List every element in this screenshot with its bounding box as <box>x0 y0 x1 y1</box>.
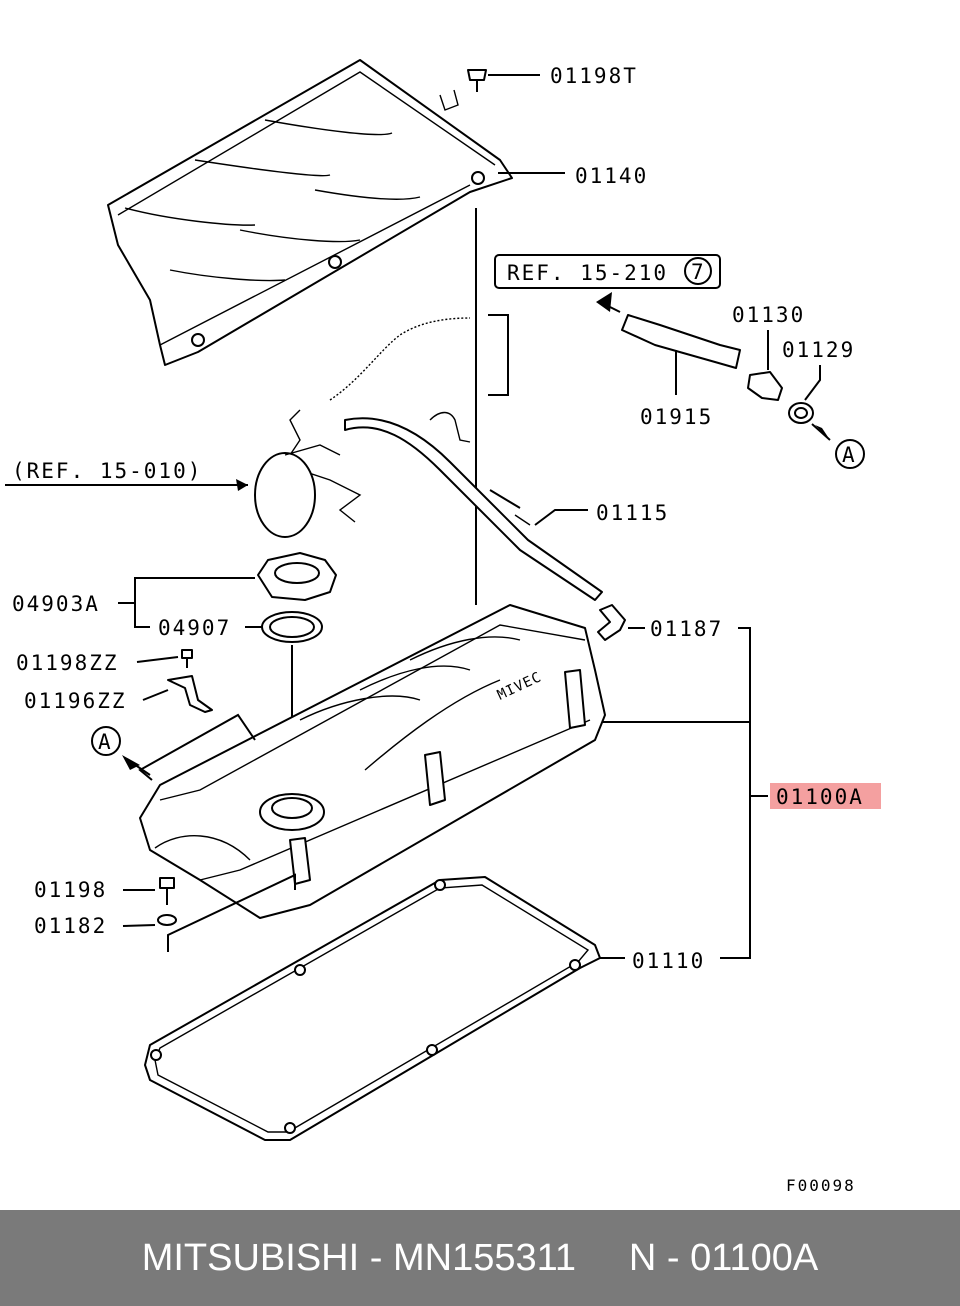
highlight-01100A <box>770 783 881 809</box>
label-01198T: 01198T <box>550 64 638 88</box>
bolt-01198T-icon <box>467 69 540 92</box>
svg-text:A: A <box>842 443 855 467</box>
label-01129: 01129 <box>782 338 855 362</box>
marker-a-left: A <box>91 726 121 756</box>
part-number: MN155311 <box>392 1236 577 1279</box>
washer-01182-icon <box>122 914 177 927</box>
label-ref-15-210-num: 7 <box>691 260 706 284</box>
label-04907: 04907 <box>158 616 231 640</box>
label-01100A: 01100A <box>776 785 864 809</box>
label-01130: 01130 <box>732 303 805 327</box>
bolt-01198-icon <box>123 877 175 905</box>
spacer <box>576 1237 629 1280</box>
label-01915: 01915 <box>640 405 713 429</box>
label-01196ZZ: 01196ZZ <box>24 689 127 713</box>
oil-cap-gasket <box>261 611 323 643</box>
grommet-01129 <box>788 365 831 441</box>
rocker-cover-gasket-01110 <box>144 876 601 1141</box>
label-01115: 01115 <box>596 501 669 525</box>
oil-filler-cap <box>257 552 337 601</box>
engine-top-cover <box>107 59 513 366</box>
part-info-footer: MITSUBISHI - MN155311 N - 01100A <box>0 1210 960 1306</box>
label-01110: 01110 <box>632 949 705 973</box>
marker-a-right: A <box>835 439 865 469</box>
label-ref-15-210: REF. 15-210 <box>507 261 668 285</box>
hose-01915 <box>596 292 741 395</box>
separator: - <box>359 1236 393 1279</box>
label-01198ZZ: 01198ZZ <box>16 651 119 675</box>
bracket-01196ZZ-icon <box>142 675 213 713</box>
label-01182: 01182 <box>34 914 107 938</box>
diagram-reference: N - 01100A <box>628 1236 819 1279</box>
rocker-cover-01100A: MIVEC <box>139 604 606 919</box>
pcv-hose-01115 <box>344 417 603 601</box>
exploded-parts-diagram: MIVEC <box>5 59 881 1195</box>
label-01187: 01187 <box>650 617 723 641</box>
label-ref-15-010: (REF. 15-010) <box>12 459 202 483</box>
label-01140: 01140 <box>575 164 648 188</box>
pcv-valve-01130 <box>747 330 783 401</box>
figure-code: F00098 <box>786 1176 856 1195</box>
label-01198: 01198 <box>34 878 107 902</box>
brand-name: MITSUBISHI <box>141 1236 360 1279</box>
label-04903A: 04903A <box>12 592 100 616</box>
ref-15-210-box <box>494 254 721 289</box>
bolt-01198ZZ-icon <box>136 649 193 668</box>
elbow-fitting-01187 <box>597 604 645 641</box>
svg-text:A: A <box>98 730 111 754</box>
